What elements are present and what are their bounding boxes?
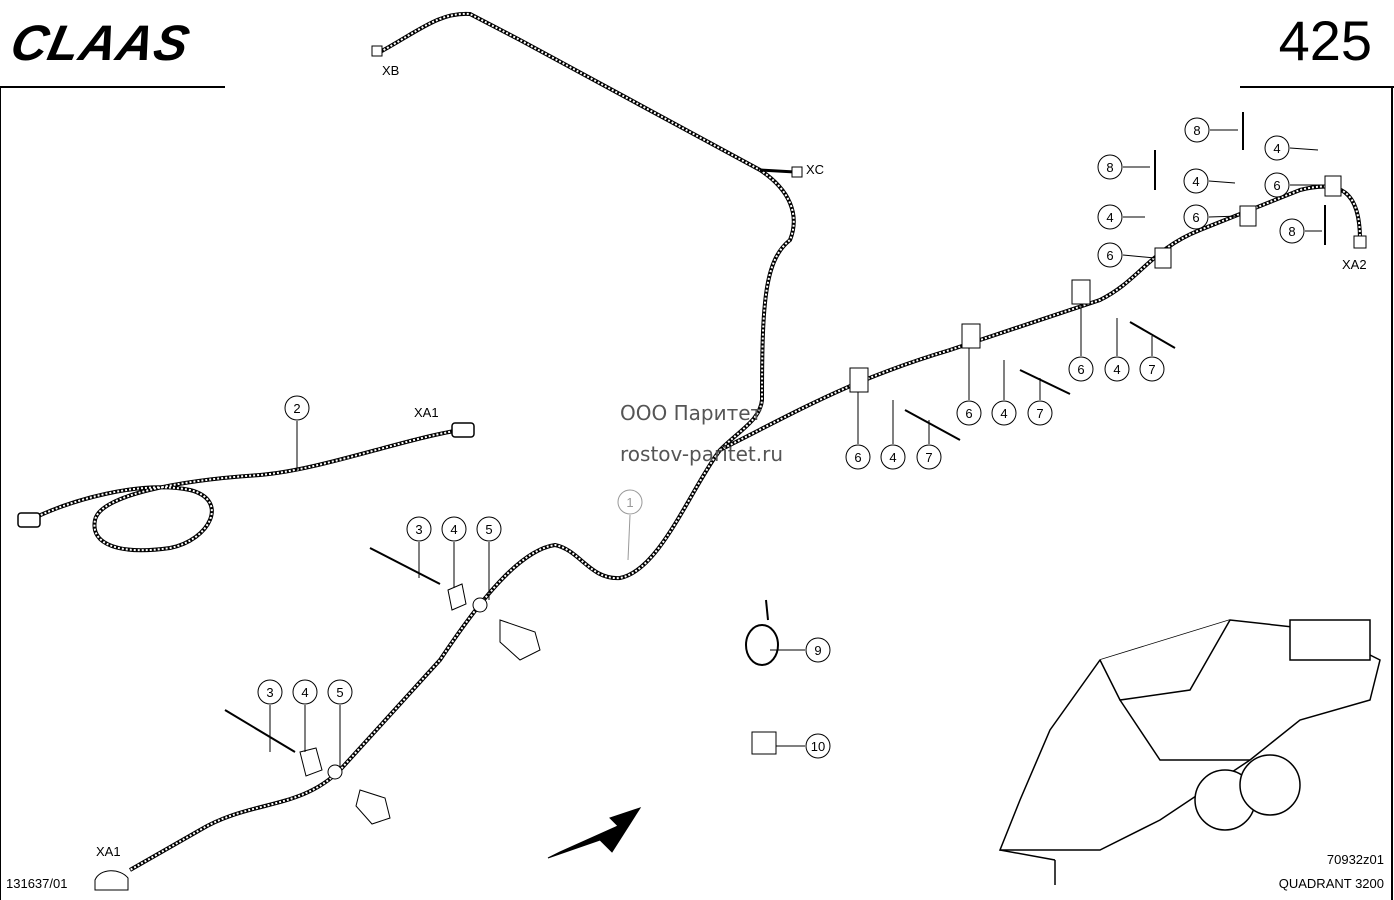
callout-8b: 8 bbox=[1184, 117, 1238, 143]
callout-7a: 7 bbox=[916, 420, 942, 470]
callout-10-text: 10 bbox=[811, 739, 825, 754]
callout-4h: 4 bbox=[1264, 135, 1319, 161]
callout-7a-text: 7 bbox=[925, 450, 932, 465]
callout-6e: 6 bbox=[1183, 204, 1241, 230]
callout-7c: 7 bbox=[1139, 336, 1165, 382]
callout-8b-text: 8 bbox=[1193, 123, 1200, 138]
callout-9: 9 bbox=[770, 637, 831, 663]
callout-8a: 8 bbox=[1097, 154, 1150, 180]
label-xa2: XA2 bbox=[1342, 257, 1367, 272]
callout-6e-text: 6 bbox=[1192, 210, 1199, 225]
callout-4e-text: 4 bbox=[1113, 362, 1120, 377]
label-xc: XC bbox=[806, 162, 824, 177]
plug-xa1-end bbox=[17, 512, 41, 528]
machine-model: QUADRANT 3200 bbox=[1278, 876, 1384, 891]
callout-1: 1 bbox=[617, 489, 643, 561]
callout-5a: 5 bbox=[476, 516, 502, 600]
callout-8c-text: 8 bbox=[1288, 224, 1295, 239]
callout-6a-text: 6 bbox=[854, 450, 861, 465]
callout-4g-text: 4 bbox=[1192, 174, 1199, 189]
watermark-company: ООО Паритет bbox=[620, 401, 763, 425]
callout-4a-text: 4 bbox=[450, 522, 457, 537]
watermark-url: rostov-paritet.ru bbox=[620, 442, 783, 466]
callout-6b: 6 bbox=[956, 348, 982, 426]
callout-4d-text: 4 bbox=[1000, 406, 1007, 421]
callout-6b-text: 6 bbox=[965, 406, 972, 421]
bracket-assembly-lower-2 bbox=[224, 709, 391, 825]
connector-xa1-bottom-icon bbox=[94, 870, 129, 891]
document-code: 131637/01 bbox=[6, 876, 68, 891]
callout-7b-text: 7 bbox=[1036, 406, 1043, 421]
cable-tie-icon bbox=[745, 599, 779, 666]
callout-4b-text: 4 bbox=[301, 685, 308, 700]
callout-8a-text: 8 bbox=[1106, 160, 1113, 175]
harness-cable-2 bbox=[17, 422, 475, 553]
connector-xc-icon bbox=[791, 166, 803, 178]
callout-3b: 3 bbox=[257, 679, 283, 752]
callout-4b: 4 bbox=[292, 679, 318, 752]
callout-4f-text: 4 bbox=[1106, 210, 1113, 225]
callout-4c: 4 bbox=[880, 400, 906, 470]
cable-clip-icon bbox=[751, 731, 777, 755]
callout-7b: 7 bbox=[1027, 378, 1053, 426]
page-number: 425 bbox=[1278, 9, 1372, 72]
callout-6f-text: 6 bbox=[1273, 178, 1280, 193]
callout-4a: 4 bbox=[441, 516, 467, 588]
callout-6c-text: 6 bbox=[1077, 362, 1084, 377]
callout-3a: 3 bbox=[406, 516, 432, 578]
bracket-assembly-lower-1 bbox=[369, 547, 541, 661]
callout-5a-text: 5 bbox=[485, 522, 492, 537]
callout-6c: 6 bbox=[1068, 304, 1094, 382]
callout-4h-text: 4 bbox=[1273, 141, 1280, 156]
connector-xb-icon bbox=[371, 45, 383, 57]
callout-6a: 6 bbox=[845, 392, 871, 470]
image-code: 70932z01 bbox=[1326, 852, 1384, 867]
callout-10: 10 bbox=[776, 733, 831, 759]
direction-arrow-icon bbox=[547, 807, 642, 859]
callout-3b-text: 3 bbox=[266, 685, 273, 700]
callout-3a-text: 3 bbox=[415, 522, 422, 537]
baler-machine-illustration bbox=[998, 619, 1381, 885]
connector-xa2-icon bbox=[1353, 235, 1367, 249]
callout-5b-text: 5 bbox=[336, 685, 343, 700]
callout-4g: 4 bbox=[1183, 168, 1236, 194]
clamp-set-upper bbox=[849, 112, 1342, 441]
callout-4e: 4 bbox=[1104, 318, 1130, 382]
callout-6f: 6 bbox=[1264, 172, 1325, 198]
callout-4f: 4 bbox=[1097, 204, 1145, 230]
callout-5b: 5 bbox=[327, 679, 353, 768]
callout-4d: 4 bbox=[991, 360, 1017, 426]
label-xa1-top: XA1 bbox=[414, 405, 439, 420]
callout-2-text: 2 bbox=[293, 401, 300, 416]
callout-8c: 8 bbox=[1279, 218, 1322, 244]
callout-2: 2 bbox=[284, 395, 310, 470]
socket-xa1-end bbox=[451, 422, 475, 438]
callout-9-text: 9 bbox=[814, 643, 821, 658]
callout-1-text: 1 bbox=[626, 495, 633, 510]
callout-6d-text: 6 bbox=[1106, 248, 1113, 263]
callout-6d: 6 bbox=[1097, 242, 1156, 268]
callout-7c-text: 7 bbox=[1148, 362, 1155, 377]
label-xa1-bottom: XA1 bbox=[96, 844, 121, 859]
callout-4c-text: 4 bbox=[889, 450, 896, 465]
label-xb: XB bbox=[382, 63, 399, 78]
